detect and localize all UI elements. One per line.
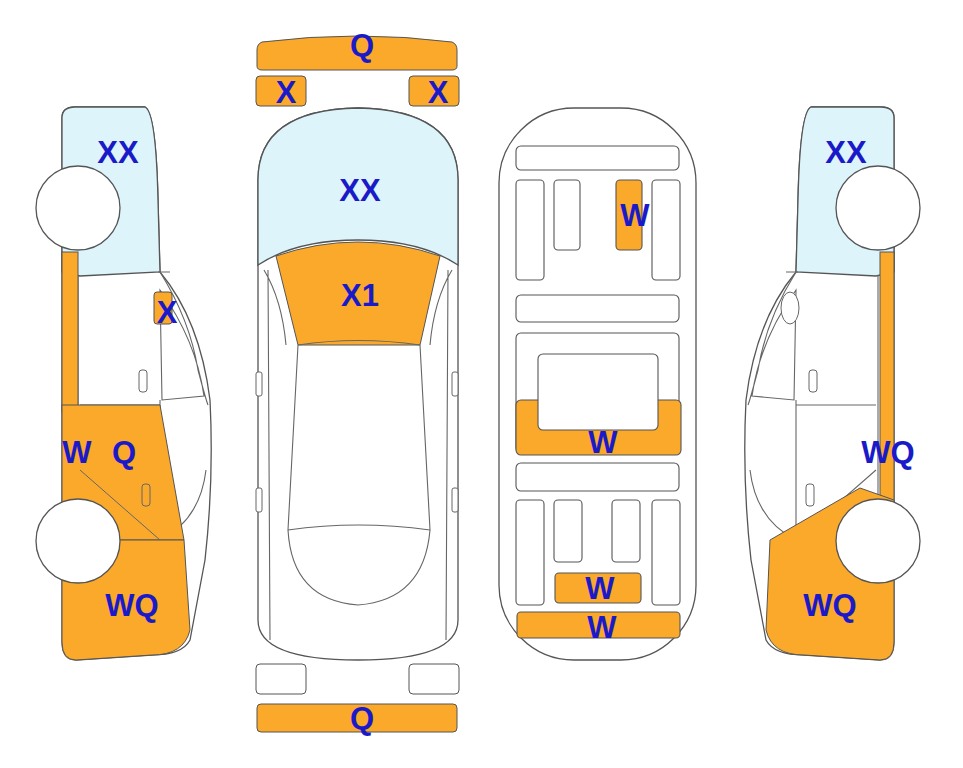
part-label: Q bbox=[112, 437, 136, 468]
left-sill bbox=[62, 252, 78, 412]
part-label: X bbox=[157, 297, 178, 328]
part-label: XX bbox=[825, 137, 866, 168]
part-label: WQ bbox=[105, 590, 158, 621]
part-label: W bbox=[62, 437, 91, 468]
part-label: W bbox=[620, 200, 649, 231]
part-label: W bbox=[587, 612, 616, 643]
part-label: W bbox=[588, 427, 617, 458]
wheel bbox=[36, 499, 120, 583]
wheel bbox=[36, 166, 120, 250]
interior-view bbox=[499, 108, 696, 660]
part-label: WQ bbox=[803, 590, 856, 621]
part-label: X bbox=[428, 77, 449, 108]
part-label: XX bbox=[339, 175, 380, 206]
part-label: WQ bbox=[861, 437, 914, 468]
wheel bbox=[836, 499, 920, 583]
interior-body bbox=[499, 108, 696, 660]
windshield bbox=[276, 242, 440, 345]
top-body bbox=[258, 108, 458, 660]
top-lines bbox=[264, 270, 452, 640]
part-label: X1 bbox=[341, 280, 379, 311]
left-side-view bbox=[36, 107, 211, 660]
wheel bbox=[836, 166, 920, 250]
rear-light bbox=[409, 664, 459, 694]
part-label: W bbox=[585, 573, 614, 604]
rear-light bbox=[256, 664, 306, 694]
part-label: Q bbox=[350, 30, 374, 61]
part-label: XX bbox=[97, 137, 138, 168]
top-view bbox=[256, 36, 459, 732]
interior-panel bbox=[555, 573, 641, 603]
top-hood bbox=[258, 108, 458, 265]
right-mirror bbox=[781, 292, 799, 324]
part-label: X bbox=[276, 77, 297, 108]
part-label: Q bbox=[350, 703, 374, 734]
right-side-view bbox=[745, 107, 920, 660]
